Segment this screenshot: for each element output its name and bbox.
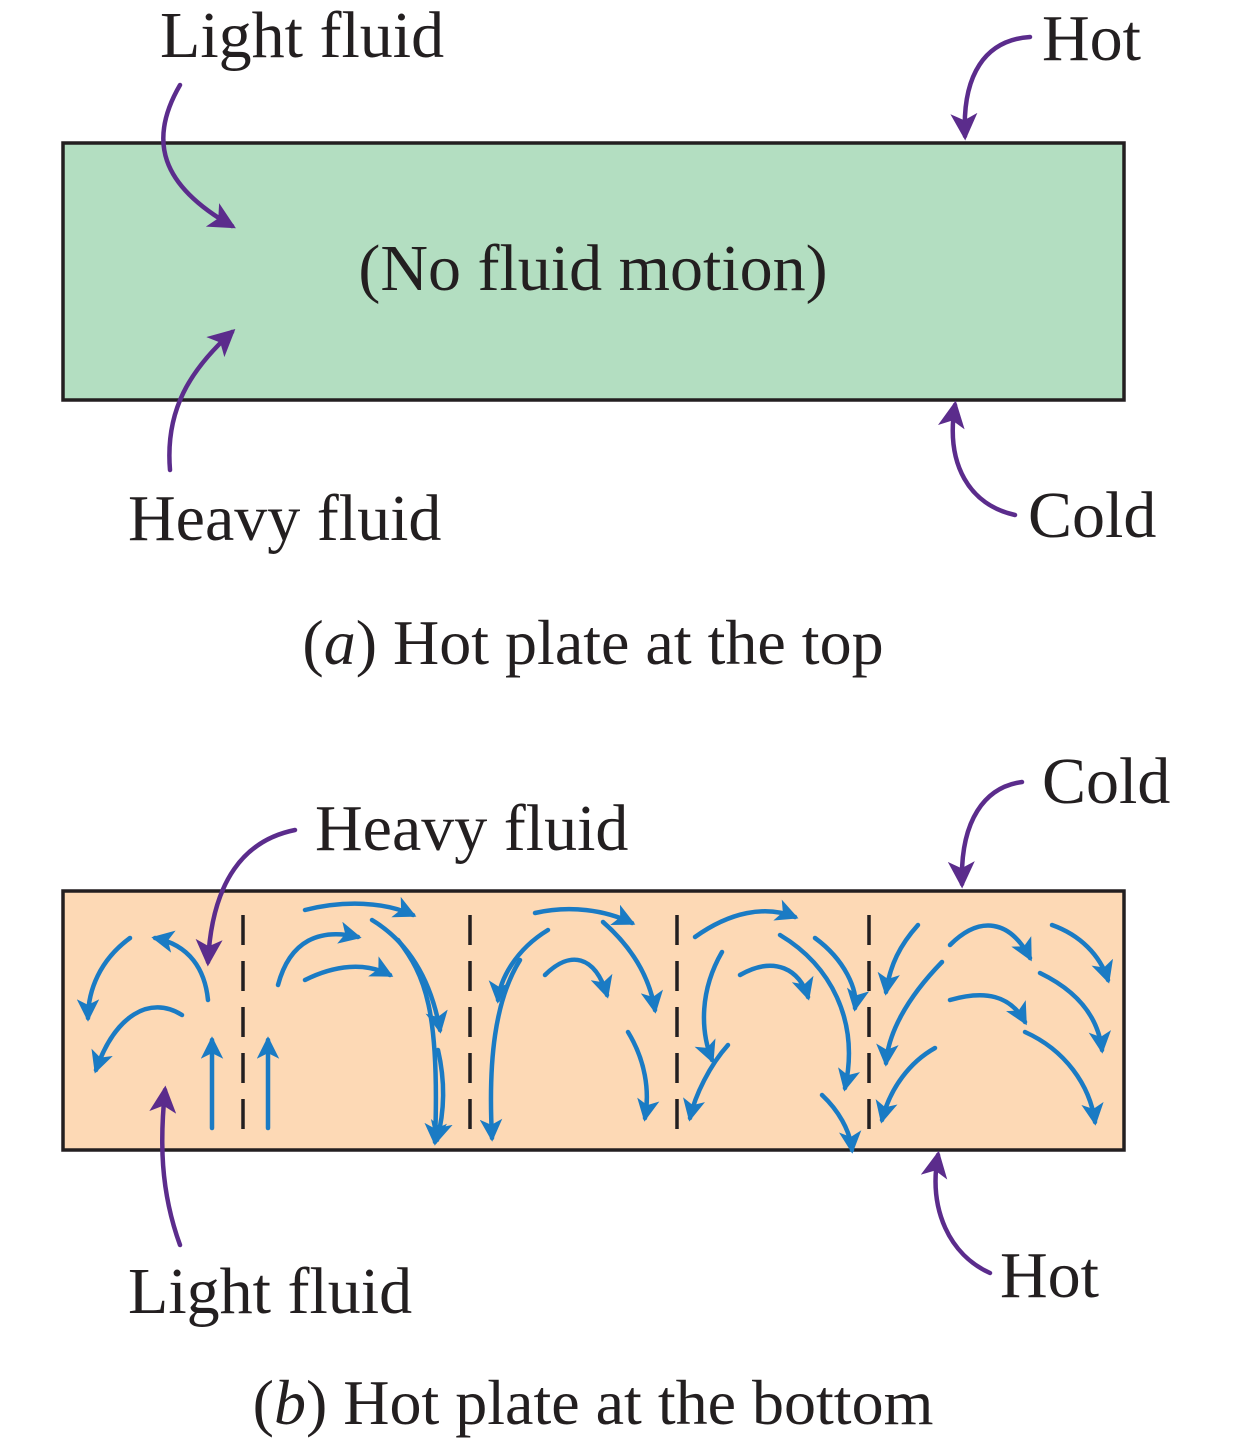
flow-arrow	[694, 949, 725, 1064]
flow-arrow	[947, 992, 1028, 1026]
caption-a: (a) Hot plate at the top	[302, 607, 883, 678]
flow-arrow	[819, 1092, 862, 1154]
flow-arrow	[625, 1029, 660, 1122]
flow-arrow	[542, 957, 613, 999]
flow-arrow	[947, 923, 1033, 962]
panel-a: Light fluid Hot (No fluid motion) Heavy …	[61, 0, 1156, 678]
pointer-arrow-cold-a	[937, 400, 1018, 518]
caption-a-text: Hot plate at the top	[393, 607, 884, 678]
flow-arrow	[737, 963, 814, 1001]
caption-b: (b) Hot plate at the bottom	[253, 1367, 934, 1438]
flow-arrow	[600, 919, 664, 1014]
flow-arrow	[302, 896, 417, 918]
flow-arrow	[1022, 1029, 1104, 1126]
pointer-arrow-light-fluid-b	[149, 1085, 183, 1248]
caption-b-text: Hot plate at the bottom	[343, 1367, 933, 1438]
flow-arrow	[91, 1005, 185, 1074]
flow-arrow	[275, 921, 362, 988]
center-text-no-motion: (No fluid motion)	[358, 232, 827, 305]
pointer-arrow-heavy-fluid-a	[167, 328, 236, 473]
label-hot-a: Hot	[1042, 2, 1141, 75]
convection-flow-arrows	[76, 896, 1113, 1154]
pointer-arrow-heavy-fluid-b	[195, 827, 298, 967]
caption-a-letter: a	[324, 607, 356, 678]
flow-arrow	[151, 930, 211, 1003]
label-hot-b: Hot	[1000, 1239, 1099, 1312]
label-heavy-fluid-a: Heavy fluid	[128, 482, 441, 555]
label-cold-a: Cold	[1028, 479, 1156, 552]
caption-b-letter: b	[274, 1367, 306, 1438]
label-cold-b: Cold	[1042, 745, 1170, 818]
flow-arrow	[395, 937, 447, 1146]
label-light-fluid-a: Light fluid	[160, 0, 444, 72]
fluid-layer-b	[61, 889, 1126, 1152]
flow-arrow	[682, 1042, 731, 1122]
flow-arrow	[812, 935, 870, 1012]
flow-arrow	[488, 927, 551, 1004]
pointer-arrow-hot-a	[950, 34, 1033, 141]
flow-arrow	[692, 899, 799, 940]
pointer-arrow-light-fluid-a	[161, 82, 236, 229]
flow-arrow	[532, 904, 636, 926]
flow-arrow	[430, 1047, 453, 1144]
flow-arrow	[76, 935, 133, 1022]
flow-arrow	[875, 1045, 938, 1124]
flow-arrow	[1037, 970, 1112, 1054]
flow-arrow	[479, 957, 523, 1142]
flow-arrow	[876, 959, 945, 1067]
pointer-arrow-hot-b	[920, 1150, 993, 1276]
flow-arrow	[302, 956, 394, 983]
flow-arrow	[777, 932, 861, 1092]
label-heavy-fluid-b: Heavy fluid	[315, 792, 628, 865]
fluid-layer-a	[61, 141, 1126, 402]
flow-arrow	[1049, 922, 1113, 984]
flow-arrow	[877, 922, 921, 996]
label-light-fluid-b: Light fluid	[128, 1255, 412, 1328]
pointer-arrow-cold-b	[947, 779, 1025, 889]
panel-b: Cold Heavy fluid	[61, 745, 1170, 1438]
